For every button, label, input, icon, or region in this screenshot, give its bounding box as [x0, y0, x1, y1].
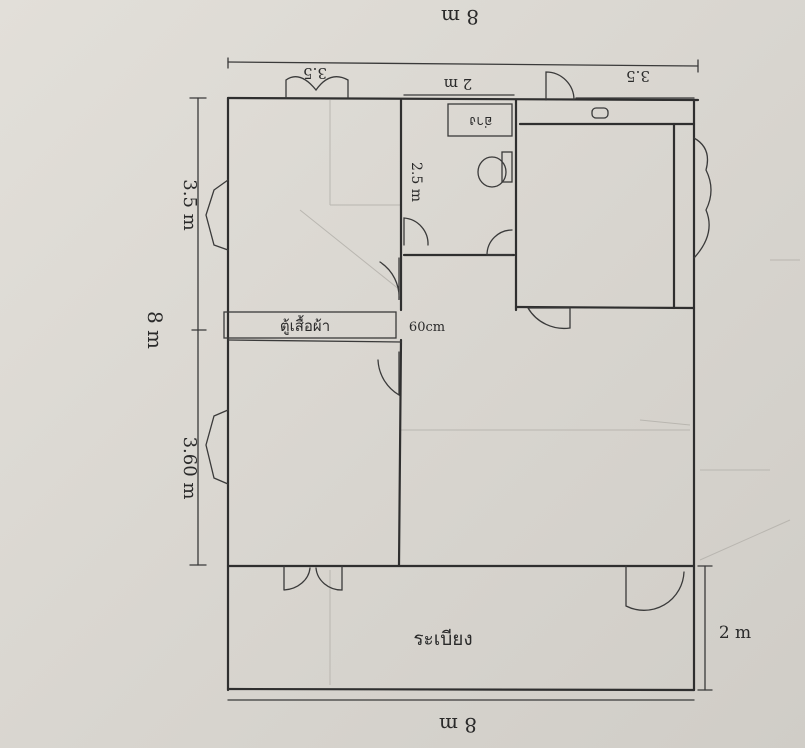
- outer-walls: [226, 96, 700, 692]
- doors: [283, 71, 685, 611]
- dim-bath-depth: 2.5 m: [408, 162, 424, 202]
- dim-window-top-left: 3.5: [303, 64, 327, 82]
- wardrobe: [223, 311, 402, 343]
- dim-left-overall: 8 m: [143, 311, 167, 349]
- dimension-lines: [189, 57, 713, 701]
- dim-window-top-right: 3.5: [626, 67, 650, 85]
- label-wardrobe: ตู้เสื้อผ้า: [280, 315, 330, 335]
- dim-top: 8 m: [441, 5, 479, 29]
- window-left-upper: [205, 179, 229, 251]
- window-left-lower: [205, 409, 229, 485]
- dim-left-upper: 3.5 m: [179, 179, 200, 230]
- door-porch: [625, 565, 685, 611]
- construction-lines: [299, 100, 800, 685]
- dim-right-porch: 2 m: [719, 623, 751, 643]
- door-bedroom-top: [379, 257, 400, 301]
- window-right: [693, 137, 712, 259]
- dim-bottom: 8 m: [439, 713, 477, 737]
- door-bath-right: [486, 229, 513, 256]
- sink-counter: [447, 103, 513, 137]
- door-double-bottom: [283, 565, 343, 591]
- interior-walls: [226, 98, 696, 568]
- dim-wardrobe-depth: 60cm: [409, 320, 445, 335]
- label-sink: อ่าง: [469, 113, 492, 129]
- door-top-right: [545, 71, 575, 101]
- door-room-right: [527, 307, 571, 330]
- label-porch: ระเบียง: [413, 628, 472, 650]
- small-fixture-icon: [591, 107, 609, 119]
- dim-bath-width: 2 m: [444, 75, 473, 93]
- dim-left-lower: 3.60 m: [179, 437, 200, 500]
- windows: [205, 76, 712, 485]
- window-top-left: [285, 76, 349, 99]
- labels: 8 m 3.5 3.5 2 m อ่าง 2.5 m 3.5 m 8 m ตู้…: [143, 5, 751, 737]
- toilet-icon: [477, 151, 513, 188]
- door-bath-left: [403, 217, 429, 246]
- door-bedroom-bottom: [377, 351, 400, 397]
